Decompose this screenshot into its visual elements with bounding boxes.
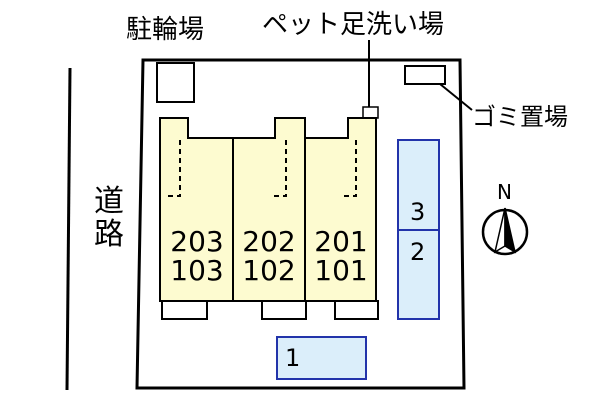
parking-space-2 [397,229,440,320]
entrance-step [334,300,379,320]
north-label: N [497,180,512,204]
unit-lower: 103 [170,254,224,288]
pet-footwash-box [362,106,379,119]
entrance-step [261,300,307,320]
unit-lower: 101 [314,254,368,288]
garbage-box [404,65,446,85]
compass-needle-right [504,207,517,254]
unit-label-1: 203 103 [162,227,232,286]
unit-upper: 203 [170,225,224,258]
unit-upper: 201 [314,225,368,258]
garbage-leader-line [439,83,473,111]
pet-footwash-label: ペット足洗い場 [262,10,445,40]
parking-number-1: 1 [285,344,301,372]
parking-number-3: 3 [410,198,426,226]
balcony-dashed [274,140,287,197]
garbage-label: ゴミ置場 [472,103,568,131]
road-line [65,67,72,391]
bicycle-parking-label: 駐輪場 [126,15,205,45]
balcony-dashed [344,140,357,197]
entrance-step [161,300,208,320]
road-label: 道路 [94,184,124,252]
parking-space-3 [397,139,440,231]
balcony-dashed [166,140,181,197]
parking-space-1 [276,336,367,380]
parking-number-2: 2 [410,238,426,266]
unit-label-3: 201 101 [306,227,376,286]
unit-lower: 102 [242,254,296,288]
unit-label-2: 202 102 [234,227,304,286]
bicycle-parking-box [156,62,195,103]
unit-upper: 202 [242,225,296,258]
